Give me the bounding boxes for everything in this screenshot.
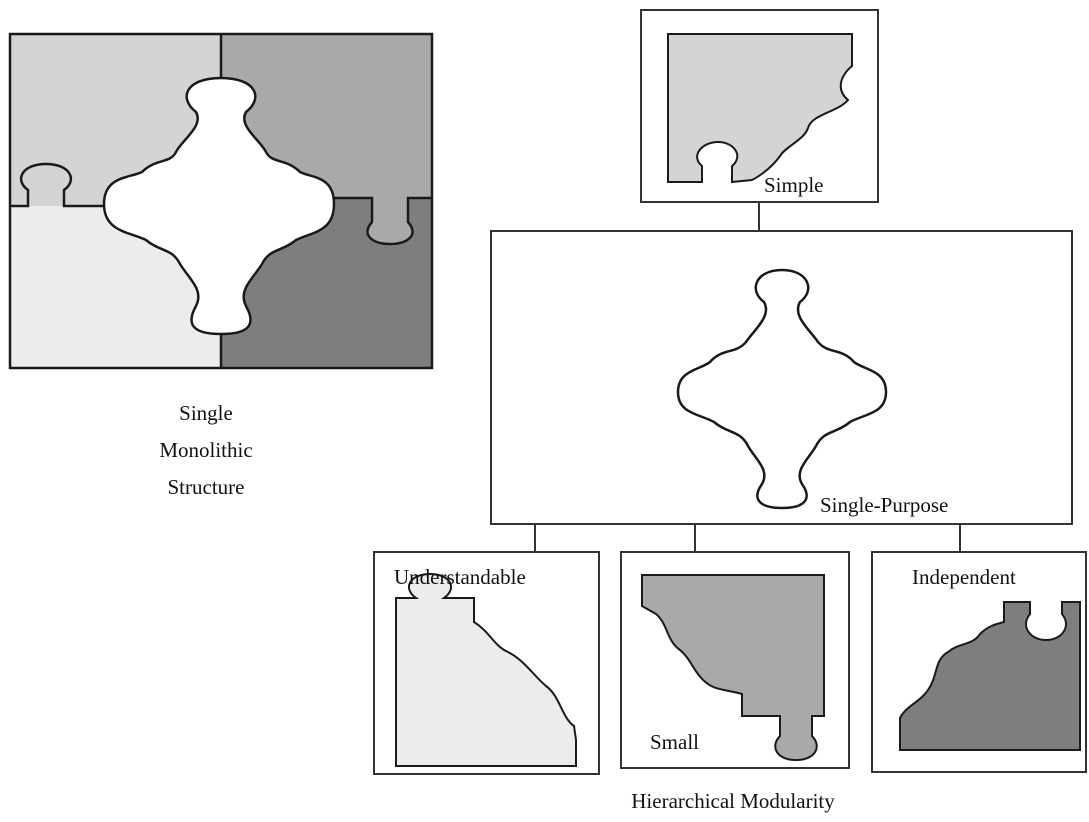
module-single-purpose-label: Single-Purpose: [820, 493, 948, 517]
module-understandable-label: Understandable: [394, 565, 526, 589]
monolith-caption-line-3: Structure: [168, 475, 245, 499]
hierarchy-caption: Hierarchical Modularity: [631, 789, 835, 813]
module-small-label: Small: [650, 730, 699, 754]
module-independent-label: Independent: [912, 565, 1016, 589]
module-single-purpose: Single-Purpose: [490, 230, 1073, 525]
module-independent: Independent: [871, 551, 1087, 773]
monolith-center-hole: [102, 76, 336, 336]
small-piece: [641, 574, 825, 762]
monolith-caption-line-2: Monolithic: [159, 438, 252, 462]
monolith-tab-right-outline: [334, 196, 432, 246]
understandable-piece: [395, 572, 577, 767]
module-simple-label: Simple: [764, 173, 824, 197]
single-purpose-piece: [676, 268, 888, 510]
monolith-tab-right: [367, 198, 413, 244]
monolith-tab-left: [21, 164, 71, 206]
module-simple: Simple: [640, 9, 879, 203]
monolith-tab-left-outline: [10, 162, 104, 208]
module-small: Small: [620, 551, 850, 769]
module-simple-piece: [667, 33, 853, 184]
hierarchical-modularity: Simple Single-Purpose Understandable Sma…: [373, 9, 1087, 813]
module-understandable: Understandable: [373, 551, 600, 775]
monolith-border: [8, 32, 434, 370]
independent-piece: [899, 601, 1081, 751]
monolithic-structure: Single Monolithic Structure: [8, 32, 434, 499]
monolith-caption-line-1: Single: [179, 401, 233, 425]
